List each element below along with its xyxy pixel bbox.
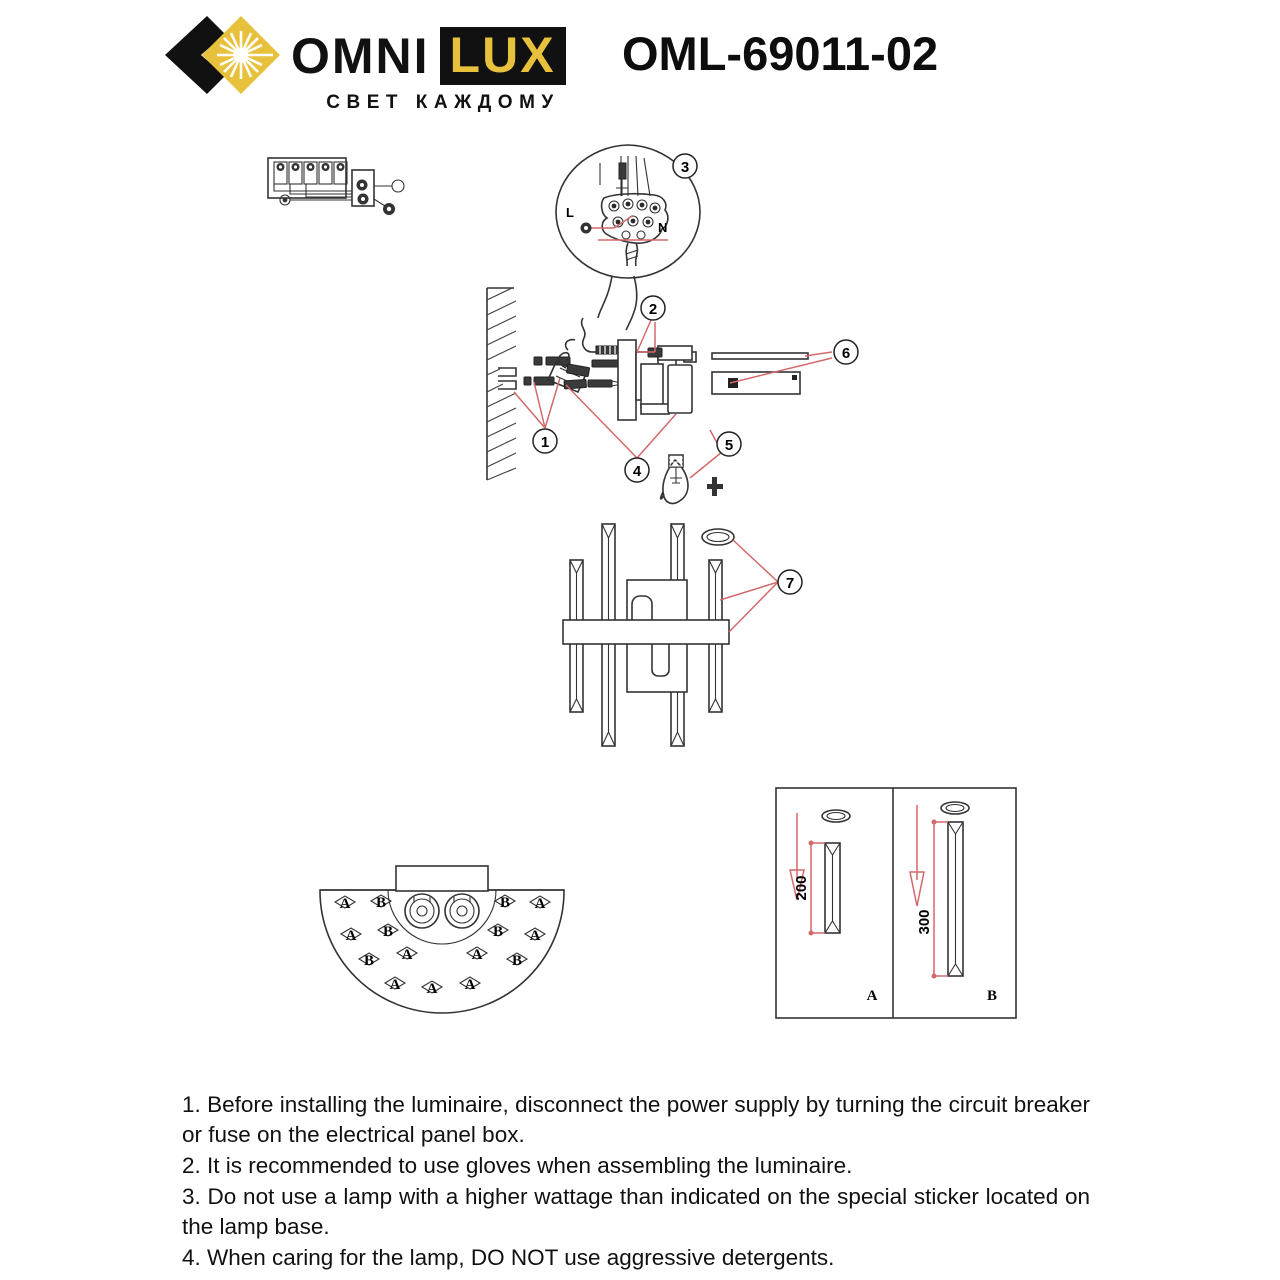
fixture-base-assembly [617, 339, 697, 421]
mounting-hardware [523, 317, 631, 394]
rod-mark: B [383, 924, 393, 940]
wall-section [486, 287, 517, 481]
lamp-socket-right [444, 893, 480, 929]
terminal-block-detail [267, 157, 405, 215]
svg-text:7: 7 [786, 575, 794, 592]
rod-mark: A [535, 896, 546, 912]
instruction-item-3: 3. Do not use a lamp with a higher watta… [182, 1183, 1090, 1239]
rod-mark: A [427, 981, 438, 997]
lamp-bulb [659, 454, 689, 505]
lamp-socket-left [404, 893, 440, 929]
instruction-item-2: 2. It is recommended to use gloves when … [182, 1152, 853, 1178]
svg-text:6: 6 [842, 345, 850, 362]
omnilux-logo: OMNI LUX СВЕТ КАЖДОМУ [163, 14, 583, 113]
sheet-header: OMNI LUX СВЕТ КАЖДОМУ OML-69011-02 [0, 0, 1280, 120]
callout-6-group: 6 [729, 339, 859, 384]
instruction-item-4: 4. When caring for the lamp, DO NOT use … [182, 1244, 835, 1270]
callout-7-group: 7 [701, 528, 803, 633]
terminal-live-label: L [566, 205, 574, 220]
screw-icon [707, 477, 723, 496]
svg-text:5: 5 [725, 437, 733, 454]
logo-mark-icon [165, 16, 280, 94]
callout-4-group: 4 [565, 384, 677, 483]
svg-text:1: 1 [541, 434, 549, 451]
callout-5 [716, 431, 742, 457]
callout-4 [624, 457, 650, 483]
logo-lux-box: LUX [439, 27, 566, 85]
length-panel-b: 300 B [909, 801, 997, 1004]
instruction-list: 1. Before installing the luminaire, disc… [182, 1090, 1090, 1274]
logo-omni-text: OMNI [291, 28, 430, 84]
callout-3 [672, 153, 698, 179]
length-b-label: B [987, 988, 997, 1004]
rod-mark: B [512, 953, 522, 969]
length-b-dimension: 300 [916, 909, 933, 934]
callout-5-group: 5 [689, 429, 742, 479]
callout-6 [833, 339, 859, 365]
rod-mark: B [500, 895, 510, 911]
rod-mark: A [530, 928, 541, 944]
rod-mark: A [402, 947, 413, 963]
callout-1-group: 1 [513, 377, 561, 454]
rod-mark: A [346, 928, 357, 944]
rod-mark: B [376, 895, 386, 911]
instruction-item-1: 1. Before installing the luminaire, disc… [182, 1092, 1090, 1147]
callout-2-group: 2 [636, 295, 666, 353]
rod-mark: A [340, 896, 351, 912]
logo-tagline: СВЕТ КАЖДОМУ [326, 92, 560, 113]
rod-mark: A [390, 977, 401, 993]
rod-mark: A [472, 947, 483, 963]
model-number: OML-69011-02 [622, 27, 939, 80]
logo-wordmark: OMNI LUX [291, 27, 566, 85]
rod-mark: B [493, 924, 503, 940]
svg-text:4: 4 [633, 463, 642, 480]
length-a-dimension: 200 [793, 875, 810, 900]
svg-text:3: 3 [681, 159, 689, 176]
callout-2 [640, 295, 666, 321]
svg-text:2: 2 [649, 301, 657, 318]
assembled-front-view [562, 523, 730, 747]
rod-mark: B [364, 953, 374, 969]
crystal-parts [711, 352, 809, 395]
callout-7 [777, 569, 803, 595]
bottom-view: A B B A A B B A B B A A A A A [319, 865, 565, 1014]
length-reference-panels: 200 A 300 B [775, 787, 1017, 1019]
wiring-detail-balloon: L N 3 [555, 144, 701, 331]
logo-lux-text: LUX [449, 27, 556, 83]
terminal-neutral-label: N [658, 220, 667, 235]
callout-1 [532, 428, 558, 454]
length-panel-a: 200 A [789, 809, 878, 1004]
length-a-label: A [867, 988, 878, 1004]
rod-mark: A [465, 977, 476, 993]
